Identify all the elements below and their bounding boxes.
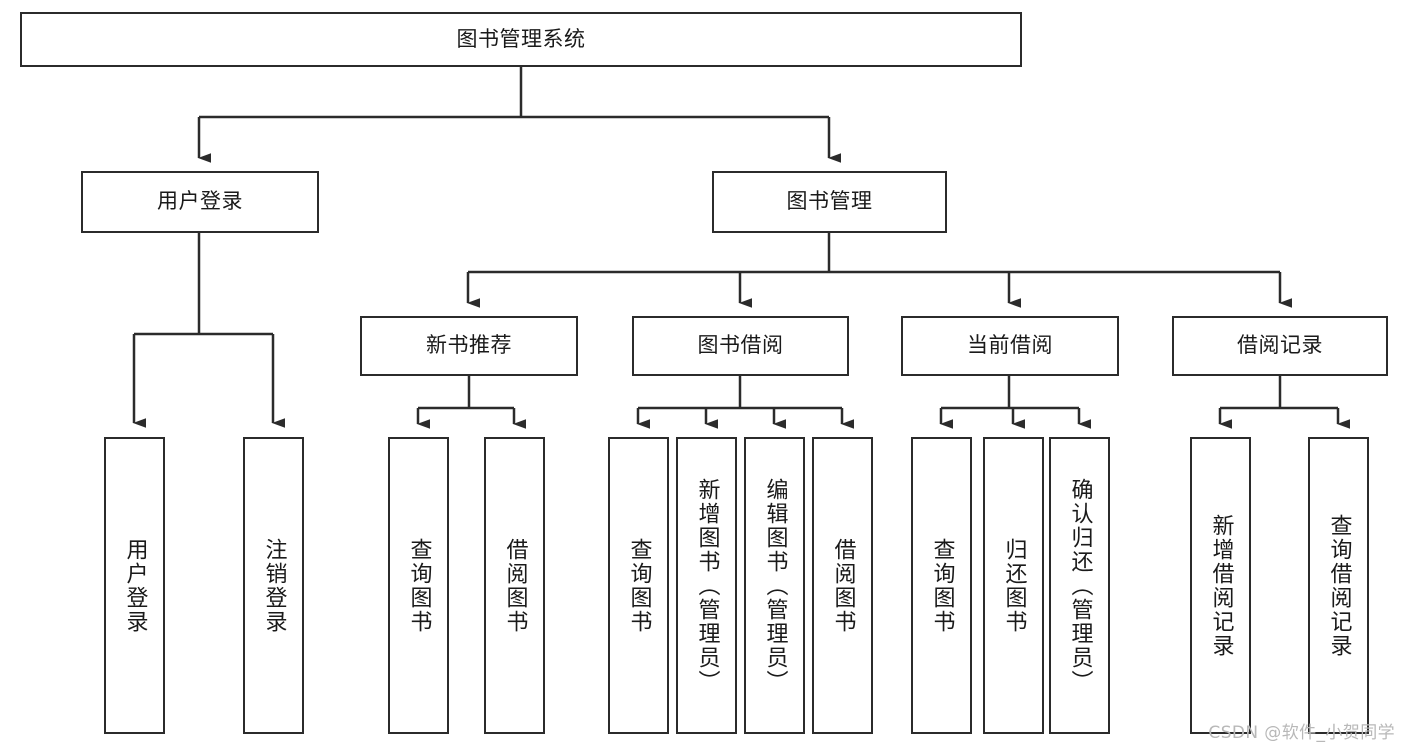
node-label: 新书推荐 <box>426 333 512 358</box>
node-label: 用户登录 <box>122 537 148 634</box>
leaf-borrow-books-recommend[interactable]: 借阅图书 <box>484 437 545 734</box>
node-label: 借阅记录 <box>1237 333 1323 358</box>
node-label: 编辑图书（管理员） <box>762 477 788 694</box>
leaf-return-books[interactable]: 归还图书 <box>983 437 1044 734</box>
leaf-query-borrow-record[interactable]: 查询借阅记录 <box>1308 437 1369 734</box>
node-label: 借阅图书 <box>502 537 528 634</box>
node-root-system[interactable]: 图书管理系统 <box>20 12 1022 67</box>
node-book-borrow[interactable]: 图书借阅 <box>632 316 849 376</box>
leaf-logout[interactable]: 注销登录 <box>243 437 304 734</box>
node-label: 确认归还（管理员） <box>1067 477 1093 694</box>
node-label: 注销登录 <box>261 537 287 634</box>
node-current-borrow[interactable]: 当前借阅 <box>901 316 1119 376</box>
node-label: 图书管理系统 <box>456 26 586 51</box>
node-label: 查询图书 <box>929 537 955 634</box>
node-label: 归还图书 <box>1001 537 1027 634</box>
node-label: 新增借阅记录 <box>1208 513 1234 658</box>
node-label: 查询借阅记录 <box>1326 513 1352 658</box>
leaf-query-books-current[interactable]: 查询图书 <box>911 437 972 734</box>
node-label: 查询图书 <box>406 537 432 634</box>
node-label: 查询图书 <box>626 537 652 634</box>
node-borrow-records[interactable]: 借阅记录 <box>1172 316 1388 376</box>
node-new-book-recommend[interactable]: 新书推荐 <box>360 316 578 376</box>
leaf-add-book-admin[interactable]: 新增图书（管理员） <box>676 437 737 734</box>
node-label: 当前借阅 <box>967 333 1053 358</box>
leaf-edit-book-admin[interactable]: 编辑图书（管理员） <box>744 437 805 734</box>
leaf-add-borrow-record[interactable]: 新增借阅记录 <box>1190 437 1251 734</box>
leaf-user-login[interactable]: 用户登录 <box>104 437 165 734</box>
node-label: 新增图书（管理员） <box>694 477 720 694</box>
node-user-login[interactable]: 用户登录 <box>81 171 319 233</box>
node-label: 借阅图书 <box>830 537 856 634</box>
node-label: 用户登录 <box>157 189 243 214</box>
node-label: 图书借阅 <box>697 333 784 358</box>
leaf-confirm-return-admin[interactable]: 确认归还（管理员） <box>1049 437 1110 734</box>
leaf-query-books-recommend[interactable]: 查询图书 <box>388 437 449 734</box>
leaf-borrow-books[interactable]: 借阅图书 <box>812 437 873 734</box>
node-book-management[interactable]: 图书管理 <box>712 171 947 233</box>
leaf-query-books-borrow[interactable]: 查询图书 <box>608 437 669 734</box>
csdn-watermark: CSDN @软件_小贺同学 <box>1208 723 1395 743</box>
node-label: 图书管理 <box>786 189 873 214</box>
